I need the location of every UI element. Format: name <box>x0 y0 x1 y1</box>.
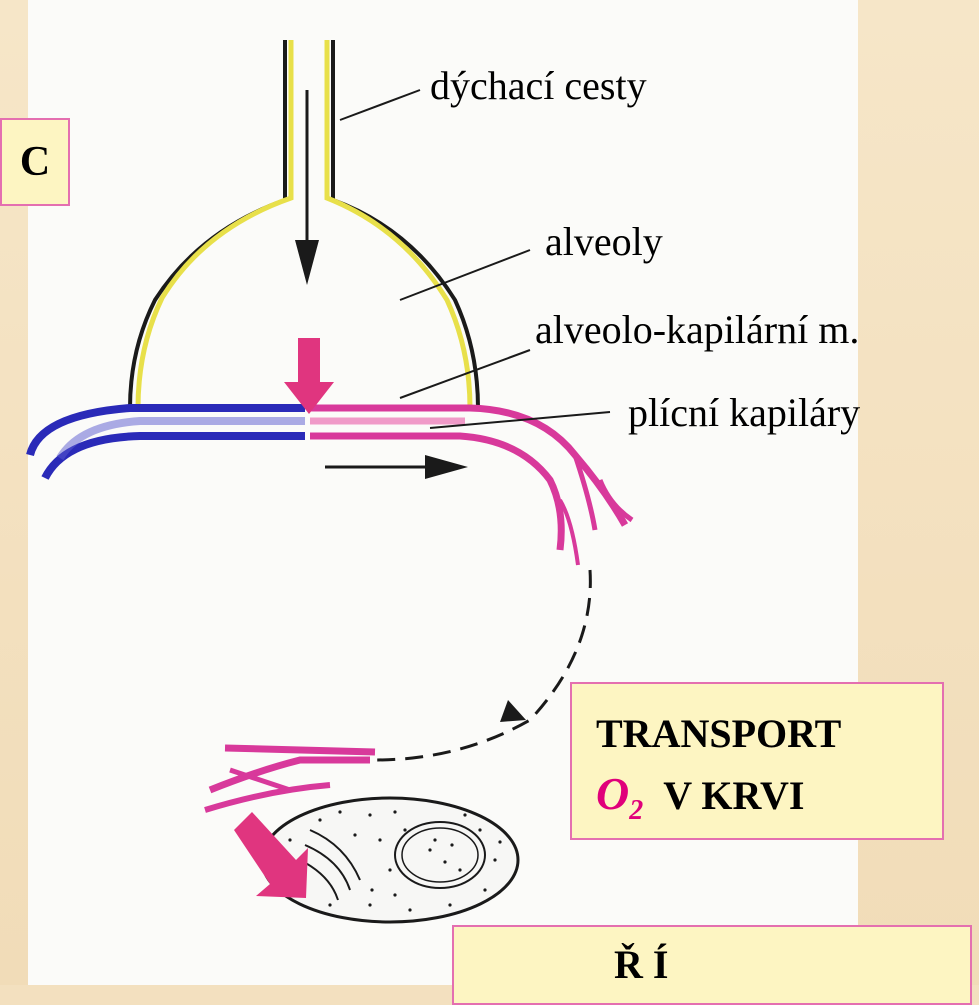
bottom-title-box: Ř Í <box>452 925 972 1005</box>
label-membrane: alveolo-kapilární m. <box>535 310 859 350</box>
transport-line2-rest: V KRVI <box>663 773 804 818</box>
bloodflow-arrow <box>325 455 468 479</box>
transport-title-box: TRANSPORT O2 V KRVI <box>570 682 944 840</box>
airflow-arrow <box>295 90 319 285</box>
transport-line2: O2 V KRVI <box>596 767 942 827</box>
panel-letter: C <box>20 138 50 186</box>
circulation-dashed-path <box>375 570 590 760</box>
capillary-arterial <box>310 408 632 565</box>
o2-symbol: O2 <box>596 768 643 819</box>
o2-letter: O <box>596 768 629 819</box>
capillary-venous <box>30 408 305 478</box>
label-capillaries: plícní kapiláry <box>628 393 860 433</box>
bottom-partial-text: Ř Í <box>614 942 668 987</box>
panel-letter-box: C <box>0 118 70 206</box>
o2-subscript: 2 <box>629 795 643 826</box>
label-alveoli: alveoly <box>545 222 663 262</box>
transport-line1: TRANSPORT <box>596 710 942 757</box>
label-airways: dýchací cesty <box>430 66 647 106</box>
o2-diffusion-arrow-lung <box>284 338 334 414</box>
